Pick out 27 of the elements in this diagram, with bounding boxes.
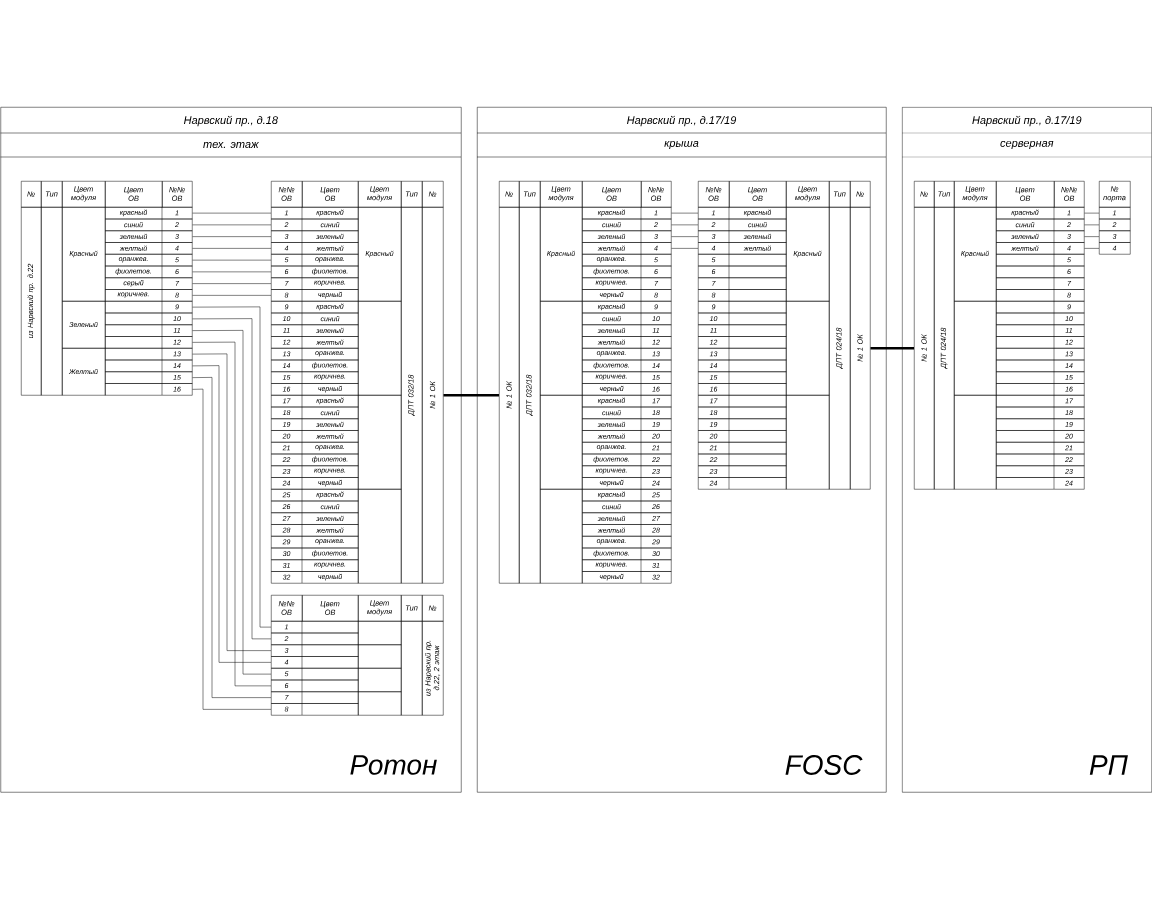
fiber-line — [1084, 236, 1100, 237]
fiber-line — [192, 271, 272, 273]
fiber-line — [192, 224, 272, 226]
location-heading: тех. этаж — [203, 142, 259, 148]
location-heading: серверная — [1000, 140, 1054, 150]
fiber-line — [671, 236, 699, 237]
fiber-line — [1084, 248, 1100, 249]
address-heading: Нарвский пр., д.17/19 — [972, 115, 1082, 127]
panel-title: FOSC — [785, 755, 863, 775]
fiber-line — [192, 259, 272, 261]
address-heading: Нарвский пр., д.18 — [183, 115, 278, 127]
fiber-line — [671, 248, 699, 249]
panel-title: РП — [1089, 755, 1128, 775]
fiber-line — [192, 295, 272, 296]
fiber-line — [192, 248, 272, 249]
fiber-line — [192, 212, 272, 214]
fiber-line — [671, 212, 699, 214]
location-heading: крыша — [664, 140, 699, 150]
address-heading: Нарвский пр., д.17/19 — [627, 115, 737, 127]
fiber-line — [1084, 212, 1100, 214]
cable-line — [870, 347, 914, 350]
fiber-line — [1084, 224, 1100, 226]
fiber-line — [192, 283, 272, 284]
fiber-line — [192, 236, 272, 237]
fiber-line — [671, 224, 699, 226]
panel-title: Ротон — [350, 755, 437, 775]
cable-line — [443, 394, 499, 397]
